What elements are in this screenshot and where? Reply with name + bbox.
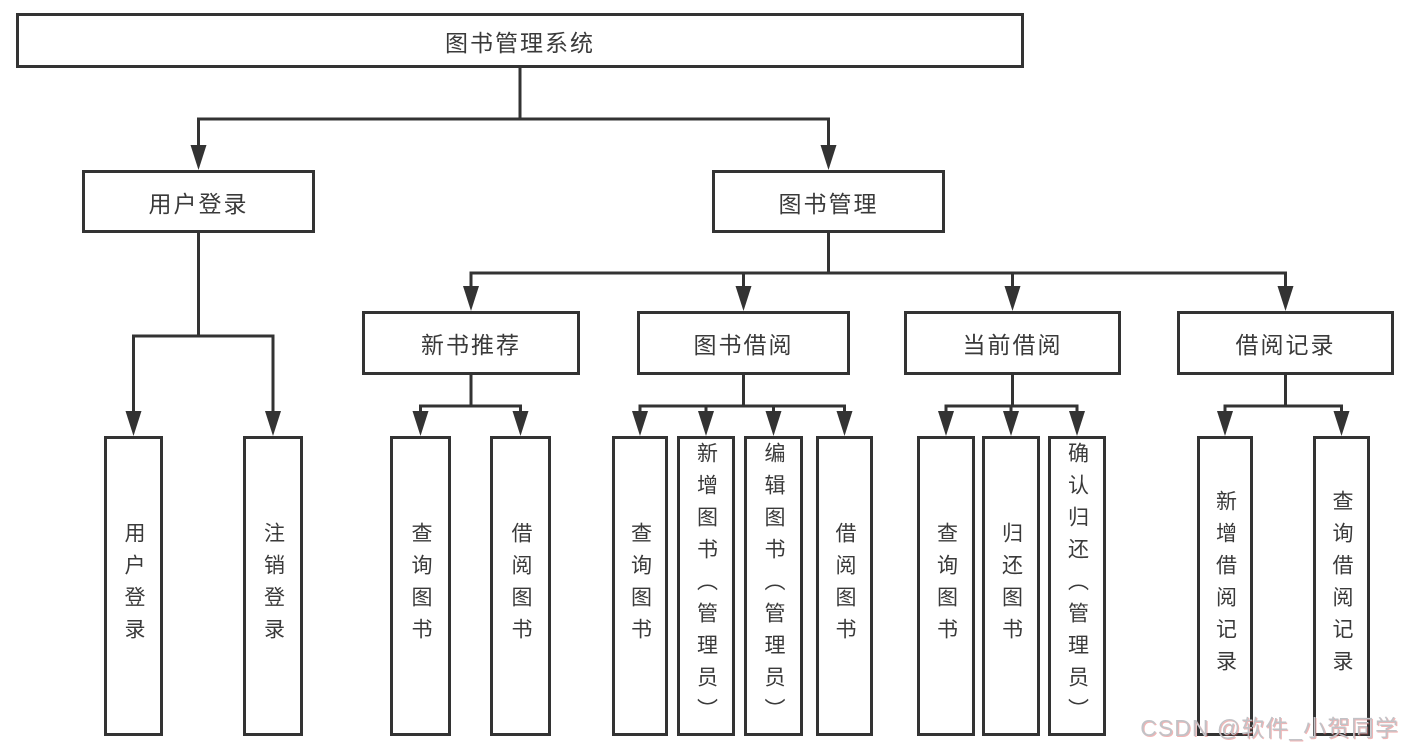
node-label: 当前借阅 xyxy=(962,332,1063,358)
node-leaf-query-book-3: 查询图书 xyxy=(917,436,975,736)
node-label: 查询图书 xyxy=(628,522,652,650)
node-user-login: 用户登录 xyxy=(82,170,315,233)
node-label: 图书管理 xyxy=(778,190,879,217)
csdn-watermark: CSDN @软件_小贺同学 xyxy=(1140,715,1399,741)
node-label: 图书借阅 xyxy=(693,332,794,358)
node-label: 图书管理系统 xyxy=(445,29,595,56)
node-leaf-add-book: 新增图书（管理员） xyxy=(677,436,735,736)
node-label: 编辑图书（管理员） xyxy=(762,442,785,730)
node-label: 借阅图书 xyxy=(509,522,532,650)
node-label: 查询借阅记录 xyxy=(1330,490,1353,682)
node-label: 新增借阅记录 xyxy=(1213,490,1237,682)
node-label: 用户登录 xyxy=(122,522,145,650)
node-label: 确认归还（管理员） xyxy=(1065,442,1089,730)
node-current-borrow: 当前借阅 xyxy=(904,311,1121,375)
node-label: 查询图书 xyxy=(409,522,432,650)
node-label: 注销登录 xyxy=(261,522,285,650)
node-borrow-records: 借阅记录 xyxy=(1177,311,1394,375)
node-leaf-return-book: 归还图书 xyxy=(982,436,1040,736)
node-label: 借阅记录 xyxy=(1235,332,1336,358)
node-leaf-confirm-return: 确认归还（管理员） xyxy=(1048,436,1106,736)
node-leaf-edit-book: 编辑图书（管理员） xyxy=(744,436,803,736)
node-leaf-borrow-book-2: 借阅图书 xyxy=(816,436,873,736)
node-label: 借阅图书 xyxy=(833,522,856,650)
node-label: 归还图书 xyxy=(999,522,1023,650)
node-label: 用户登录 xyxy=(148,190,249,217)
node-leaf-query-book-1: 查询图书 xyxy=(390,436,451,736)
node-leaf-borrow-book-1: 借阅图书 xyxy=(490,436,551,736)
node-book-mgmt: 图书管理 xyxy=(712,170,945,233)
node-book-borrow: 图书借阅 xyxy=(637,311,850,375)
node-new-book-rec: 新书推荐 xyxy=(362,311,580,375)
node-label: 新增图书（管理员） xyxy=(694,442,718,730)
node-leaf-add-borrow-rec: 新增借阅记录 xyxy=(1197,436,1253,736)
node-root: 图书管理系统 xyxy=(16,13,1024,68)
node-leaf-query-book-2: 查询图书 xyxy=(612,436,668,736)
node-leaf-query-borrow-rec: 查询借阅记录 xyxy=(1313,436,1370,736)
node-leaf-user-login: 用户登录 xyxy=(104,436,163,736)
node-label: 查询图书 xyxy=(934,522,958,650)
node-label: 新书推荐 xyxy=(421,332,521,358)
node-leaf-logout: 注销登录 xyxy=(243,436,303,736)
